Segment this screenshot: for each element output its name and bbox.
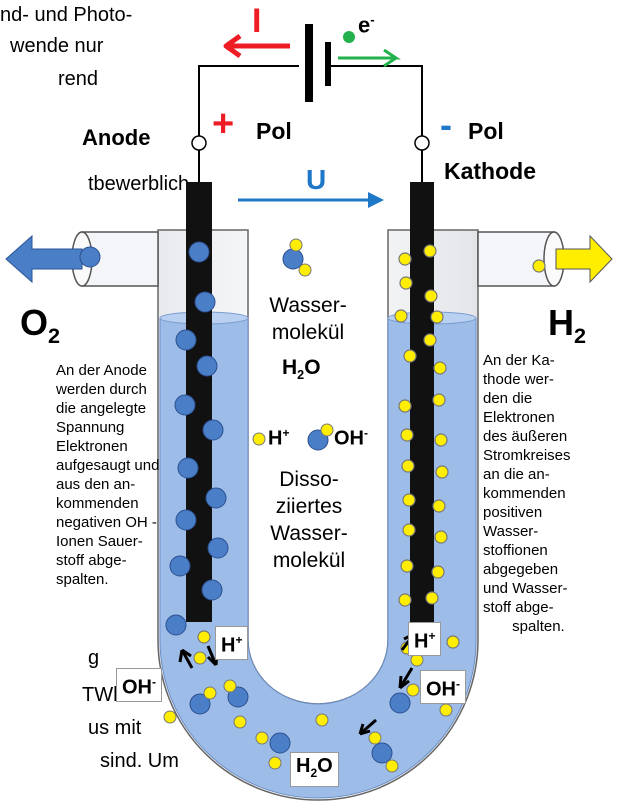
bg-text-5: g	[88, 647, 100, 669]
o2-outflow-arrow	[5, 234, 83, 284]
bg-text-3: rend	[58, 68, 99, 90]
hydrogen-outlet-tube	[477, 231, 565, 287]
water-formula: H2O	[282, 356, 321, 383]
water-molecule-icon	[282, 238, 312, 277]
h2-outflow-arrow	[555, 234, 613, 284]
bg-text-1: nd- und Photo-	[0, 4, 133, 26]
cathode-label: Kathode	[444, 158, 536, 184]
right-oh-ion-label: OH-	[420, 670, 466, 704]
bg-text-7: us mit	[88, 717, 142, 739]
electron-arrow	[338, 48, 401, 68]
current-label: I	[252, 2, 262, 40]
right-h-ion-label: H+	[408, 622, 442, 656]
h2-formula: H2	[548, 302, 587, 349]
electron-label: e-	[358, 12, 375, 38]
o2-formula: O2	[20, 302, 61, 349]
hydrogen-bubbles	[197, 244, 546, 655]
cathode-pole-sign: -	[440, 104, 452, 145]
anode-label: Anode	[82, 125, 151, 150]
left-oh-ion-label: OH-	[116, 668, 162, 702]
voltage-label: U	[306, 164, 327, 195]
left-h-ion-label: H+	[215, 626, 249, 660]
h-ion-icon	[252, 432, 266, 446]
cathode-description: An der Ka- thode wer- den die Elektronen…	[483, 352, 571, 635]
oxygen-bubbles	[79, 241, 229, 636]
bottom-water-molecules	[163, 651, 453, 773]
circuit-wire-right	[330, 65, 423, 182]
water-molecule-label: Wasser- molekül	[269, 294, 347, 344]
anode-pole-sign: +	[212, 103, 235, 145]
anode-description: An der Anode werden durch die angelegte …	[56, 362, 160, 588]
anode-pole-word: Pol	[256, 118, 292, 144]
circuit-wire-left	[198, 65, 299, 182]
bg-text-4: tbewerblich	[88, 173, 190, 195]
bottom-water-label: H2O	[290, 752, 339, 787]
battery-icon	[305, 24, 331, 102]
current-arrow	[223, 33, 290, 59]
bg-text-2: wende nur	[10, 35, 104, 57]
bg-text-8: sind. Um	[100, 750, 179, 772]
dissociated-molecule-label: Disso- ziiertes Wasser- molekül	[270, 468, 348, 572]
bg-text-6: TWh	[82, 684, 125, 706]
oh-ion-icon	[307, 423, 334, 451]
h-plus-legend: H+	[268, 426, 290, 450]
cathode-pole-word: Pol	[468, 118, 504, 144]
oh-minus-legend: OH-	[334, 426, 368, 450]
